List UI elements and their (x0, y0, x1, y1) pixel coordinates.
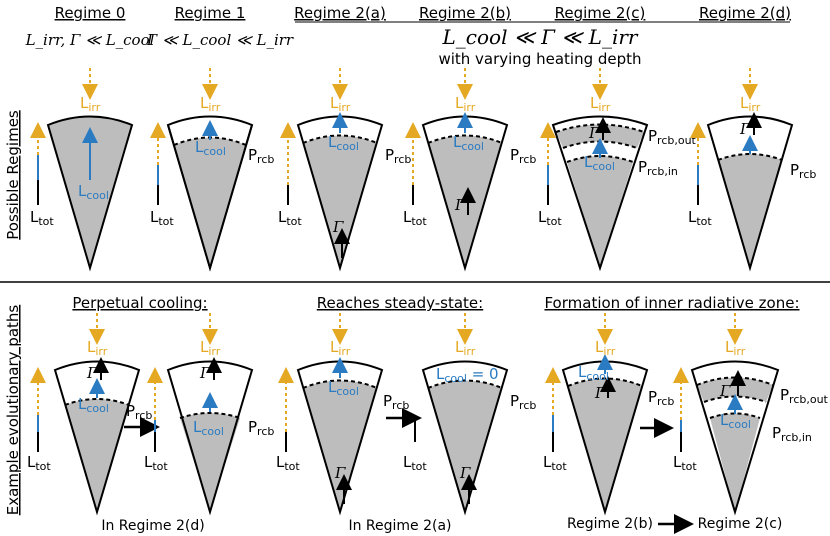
regime-1-cone (150, 68, 254, 272)
steady-state-cone-1 (278, 313, 384, 516)
header-regime-2a: Regime 2(a) (294, 4, 386, 22)
side-label-evolutionary-paths: Example evolutionary paths (4, 305, 22, 516)
label-l-irr: Lirr (455, 338, 476, 358)
label-gamma: Γ (334, 464, 346, 482)
label-l-tot: Ltot (688, 208, 712, 228)
caption-regime-2b: Regime 2(b) (567, 516, 653, 532)
label-p-rcb: Prcb (248, 146, 274, 166)
label-p-rcb: Prcb (510, 392, 536, 412)
regime-2c-cone (540, 68, 649, 272)
label-l-tot: Ltot (150, 208, 174, 228)
label-l-irr: Lirr (725, 338, 746, 358)
example-title-steady-state: Reaches steady-state: (317, 294, 483, 312)
label-p-rcb: Prcb (248, 418, 274, 438)
label-gamma: Γ (199, 364, 211, 382)
header-regime-0: Regime 0 (55, 4, 126, 22)
label-p-rcb: Prcb (126, 402, 152, 422)
label-p-rcb: Prcb (383, 392, 409, 412)
label-gamma: Γ (719, 382, 731, 400)
label-l-cool-zero: Lcool = 0 (436, 365, 499, 385)
label-l-irr: Lirr (200, 338, 221, 358)
label-l-irr: Lirr (87, 338, 108, 358)
label-gamma: Γ (459, 464, 471, 482)
label-l-cool: Lcool (453, 133, 484, 153)
inner-radiative-cone-1 (545, 313, 649, 516)
label-gamma: Γ (86, 364, 98, 382)
label-l-irr: Lirr (80, 94, 101, 114)
label-l-tot: Ltot (673, 453, 697, 473)
label-l-cool: Lcool (78, 395, 109, 415)
header-regime-2b: Regime 2(b) (419, 4, 511, 22)
label-l-irr: Lirr (330, 94, 351, 114)
regime-2d-cone (690, 68, 794, 272)
label-l-irr: Lirr (595, 338, 616, 358)
label-l-irr: Lirr (590, 94, 611, 114)
label-l-irr: Lirr (455, 94, 476, 114)
label-gamma: Γ (594, 384, 606, 402)
steady-state-cone-2 (414, 313, 509, 516)
label-p-rcb: Prcb (790, 161, 816, 181)
regime-2b-cone (405, 68, 509, 272)
caption-regime-2d: In Regime 2(d) (101, 518, 204, 534)
label-l-cool: Lcool (328, 133, 359, 153)
label-p-rcb: Prcb (385, 146, 411, 166)
label-l-cool: Lcool (720, 411, 751, 431)
label-l-irr: Lirr (330, 338, 351, 358)
label-l-tot: Ltot (543, 453, 567, 473)
side-label-possible-regimes: Possible Regimes (4, 110, 22, 240)
label-l-tot: Ltot (538, 208, 562, 228)
label-l-irr: Lirr (740, 94, 761, 114)
label-l-tot: Ltot (27, 453, 51, 473)
label-p-rcb-out: Prcb,out (780, 386, 829, 406)
header-regime-2c: Regime 2(c) (555, 4, 646, 22)
label-l-tot: Ltot (276, 453, 300, 473)
example-title-perpetual-cooling: Perpetual cooling: (72, 294, 207, 312)
regime-0-cone (30, 68, 134, 272)
condition-regime-0: L_irr, Γ ≪ L_cool (25, 31, 155, 49)
label-p-rcb-in: Prcb,in (772, 424, 812, 444)
label-l-cool: Lcool (578, 363, 609, 383)
label-l-tot: Ltot (403, 208, 427, 228)
header-regime-1: Regime 1 (175, 4, 246, 22)
label-p-rcb-out: Prcb,out (648, 127, 697, 147)
caption-regime-2c: Regime 2(c) (698, 516, 783, 532)
caption-regime-2a: In Regime 2(a) (348, 518, 451, 534)
header-regime-2d: Regime 2(d) (699, 4, 791, 22)
label-l-cool: Lcool (584, 153, 615, 173)
label-l-tot: Ltot (403, 453, 427, 473)
label-l-cool: Lcool (193, 418, 224, 438)
label-l-cool: Lcool (78, 182, 109, 202)
label-gamma: Γ (454, 196, 466, 214)
inner-radiative-cone-2 (673, 313, 780, 516)
label-l-tot: Ltot (278, 208, 302, 228)
label-l-cool: Lcool (328, 378, 359, 398)
label-gamma: Γ (739, 120, 751, 138)
example-title-inner-radiative-zone: Formation of inner radiative zone: (544, 294, 799, 312)
label-p-rcb-in: Prcb,in (638, 158, 678, 178)
condition-regime-1: Γ ≪ L_cool ≪ L_irr (146, 31, 294, 49)
label-l-tot: Ltot (144, 453, 168, 473)
label-p-rcb: Prcb (510, 146, 536, 166)
perpetual-cooling-cone-1 (30, 313, 141, 516)
condition-regime-2-sub: with varying heating depth (438, 50, 641, 68)
label-l-irr: Lirr (200, 94, 221, 114)
perpetual-cooling-cone-2 (147, 313, 254, 516)
label-gamma: Γ (588, 124, 600, 142)
label-p-rcb: Prcb (648, 388, 674, 408)
label-l-cool: Lcool (195, 138, 226, 158)
condition-regime-2: L_cool ≪ Γ ≪ L_irr (442, 25, 639, 49)
regime-2a-cone (280, 68, 384, 272)
label-l-tot: Ltot (30, 208, 54, 228)
label-gamma: Γ (332, 218, 344, 236)
